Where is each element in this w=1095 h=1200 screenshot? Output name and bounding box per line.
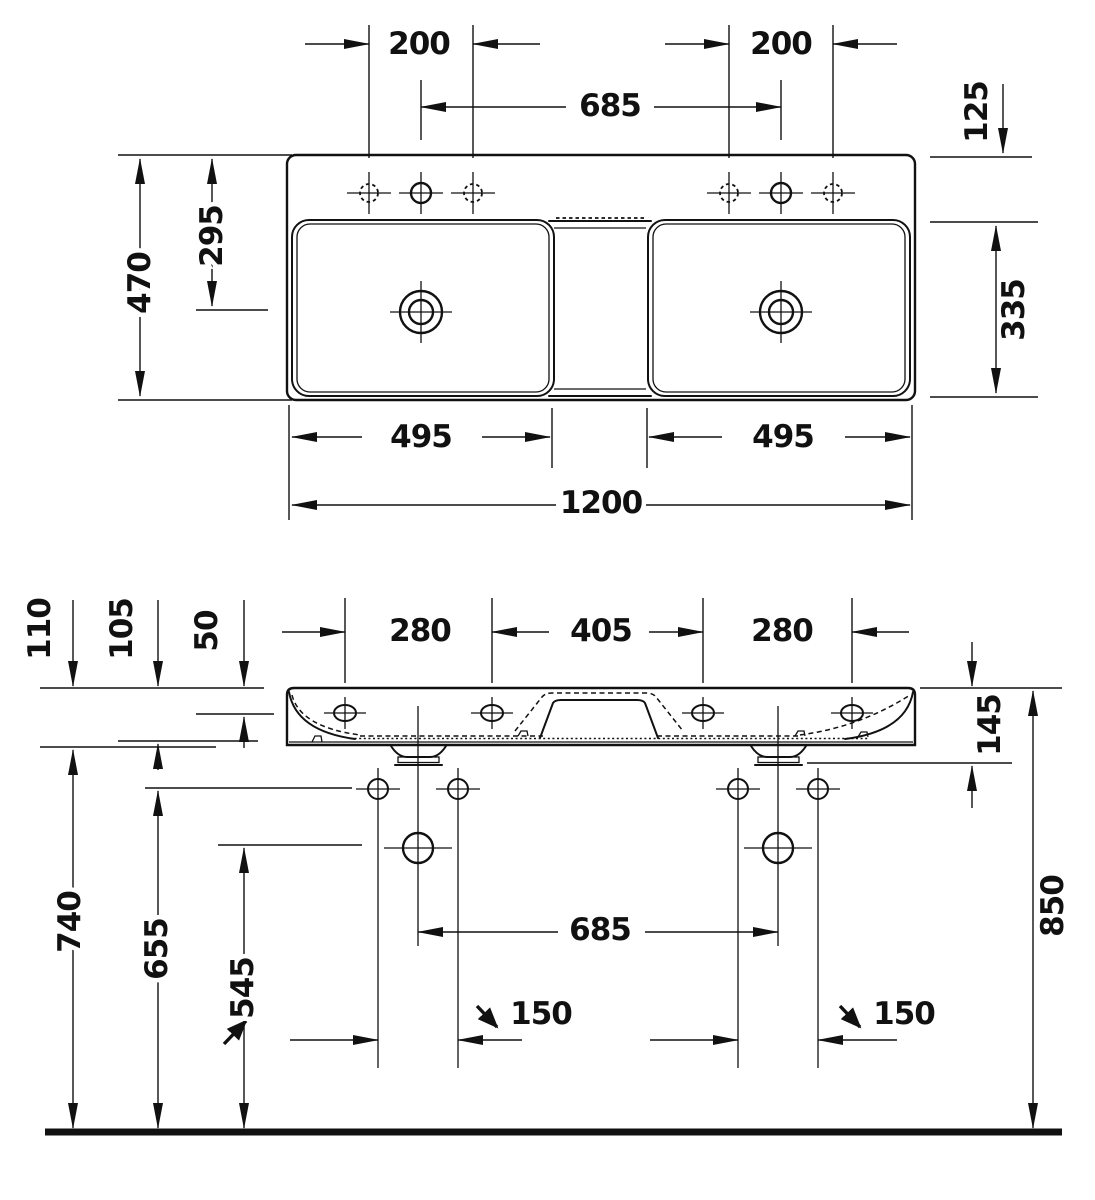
faucet-holes-left xyxy=(347,172,495,214)
drain-right-icon xyxy=(750,281,812,343)
basin-outline-front-view xyxy=(285,686,917,747)
dim-side-drop-label: 110 xyxy=(22,598,58,660)
dim-front-hole-gap-center-label: 405 xyxy=(570,613,632,649)
fixing-holes xyxy=(356,778,840,800)
drain-left-icon xyxy=(390,281,452,343)
dim-floor-to-fixings-label: 655 xyxy=(139,918,175,980)
dim-apron-height-label: 50 xyxy=(189,610,225,652)
center-divider xyxy=(548,217,652,397)
dim-front-hole-spacing-right-label: 280 xyxy=(751,613,813,649)
dim-floor-to-bottom-label: 740 xyxy=(52,891,88,953)
left-bowl xyxy=(291,219,555,397)
top-view-dimensions: 200 200 685 125 470 295 335 495 495 1200 xyxy=(118,22,1038,526)
waste-holes xyxy=(384,831,812,865)
dim-bowl-width-right-label: 495 xyxy=(752,419,814,455)
leader-arrow-icon xyxy=(838,1004,862,1029)
dim-rear-offset-label: 125 xyxy=(959,81,995,143)
dim-rear-to-drain-label: 295 xyxy=(194,205,230,267)
dim-total-width-label: 1200 xyxy=(560,485,643,521)
dim-bowl-depth-label: 335 xyxy=(996,279,1032,341)
dim-fixing-spacing-right-label: 150 xyxy=(873,996,935,1032)
dim-front-drop-label: 105 xyxy=(104,598,140,660)
dim-hole-spacing-left-label: 200 xyxy=(388,26,450,62)
leader-arrow-icon xyxy=(222,1019,248,1046)
dim-total-depth-label: 470 xyxy=(122,252,158,314)
dim-floor-to-drain-label: 545 xyxy=(225,957,261,1019)
top-view xyxy=(285,153,917,402)
center-web-section xyxy=(514,692,684,739)
faucet-holes-front xyxy=(324,697,873,729)
dim-hole-spacing-right-label: 200 xyxy=(750,26,812,62)
right-bowl xyxy=(647,219,911,397)
centerlines xyxy=(377,706,819,1068)
dim-rim-to-outlet-label: 145 xyxy=(972,694,1008,756)
front-view-dimensions: 110 105 50 280 405 280 145 685 150 150 7… xyxy=(22,598,1071,1129)
faucet-holes-right xyxy=(707,172,855,214)
dim-install-height-label: 850 xyxy=(1035,875,1071,937)
basin-outline-top-view xyxy=(285,153,917,402)
dim-bowl-width-left-label: 495 xyxy=(390,419,452,455)
dim-front-hole-spacing-left-label: 280 xyxy=(389,613,451,649)
leader-arrow-icon xyxy=(475,1004,499,1029)
dim-drain-spacing-label: 685 xyxy=(569,912,631,948)
dim-fixing-spacing-left-label: 150 xyxy=(510,996,572,1032)
dim-tap-distance-label: 685 xyxy=(579,88,641,124)
front-view xyxy=(45,686,1062,1136)
bowl-section-right xyxy=(657,691,914,740)
bowl-section-left xyxy=(288,691,543,743)
